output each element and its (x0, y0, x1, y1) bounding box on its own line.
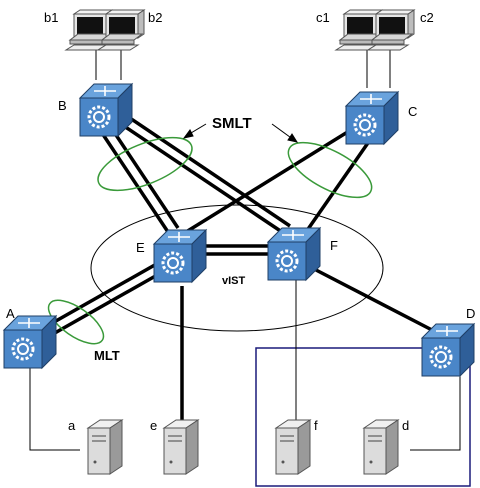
label-server-a: a (68, 418, 76, 433)
label-mlt: MLT (94, 348, 120, 363)
smlt-arrows (182, 123, 299, 143)
server-f-icon (275, 419, 311, 475)
label-switch-f: F (330, 238, 338, 253)
server-d-icon (363, 419, 399, 475)
label-b1: b1 (44, 10, 58, 25)
label-b2: b2 (148, 10, 162, 25)
label-vist: vIST (222, 275, 246, 287)
label-c2: c2 (420, 10, 434, 25)
trunk-links (39, 108, 433, 422)
switch-b-icon (78, 82, 134, 138)
vist-ellipse (90, 204, 384, 332)
label-smlt: SMLT (212, 115, 252, 132)
switch-f-icon (266, 226, 322, 282)
label-server-f: f (314, 418, 318, 433)
server-e-icon (163, 419, 199, 475)
label-switch-b: B (58, 98, 67, 113)
highlight-box (255, 347, 471, 487)
smlt-ring-left (97, 136, 193, 192)
label-c1: c1 (316, 10, 330, 25)
smlt-ring-right (287, 141, 373, 199)
mlt-ring (47, 299, 105, 345)
label-switch-d: D (466, 306, 475, 321)
label-server-d: d (402, 418, 409, 433)
switch-c-icon (344, 90, 400, 146)
switch-d-icon (420, 322, 476, 378)
label-switch-e: E (136, 240, 145, 255)
server-a-icon (87, 419, 123, 475)
switch-e-icon (152, 228, 208, 284)
label-server-e: e (150, 418, 157, 433)
switch-a-icon (2, 314, 58, 370)
label-switch-a: A (6, 306, 15, 321)
label-switch-c: C (408, 104, 417, 119)
